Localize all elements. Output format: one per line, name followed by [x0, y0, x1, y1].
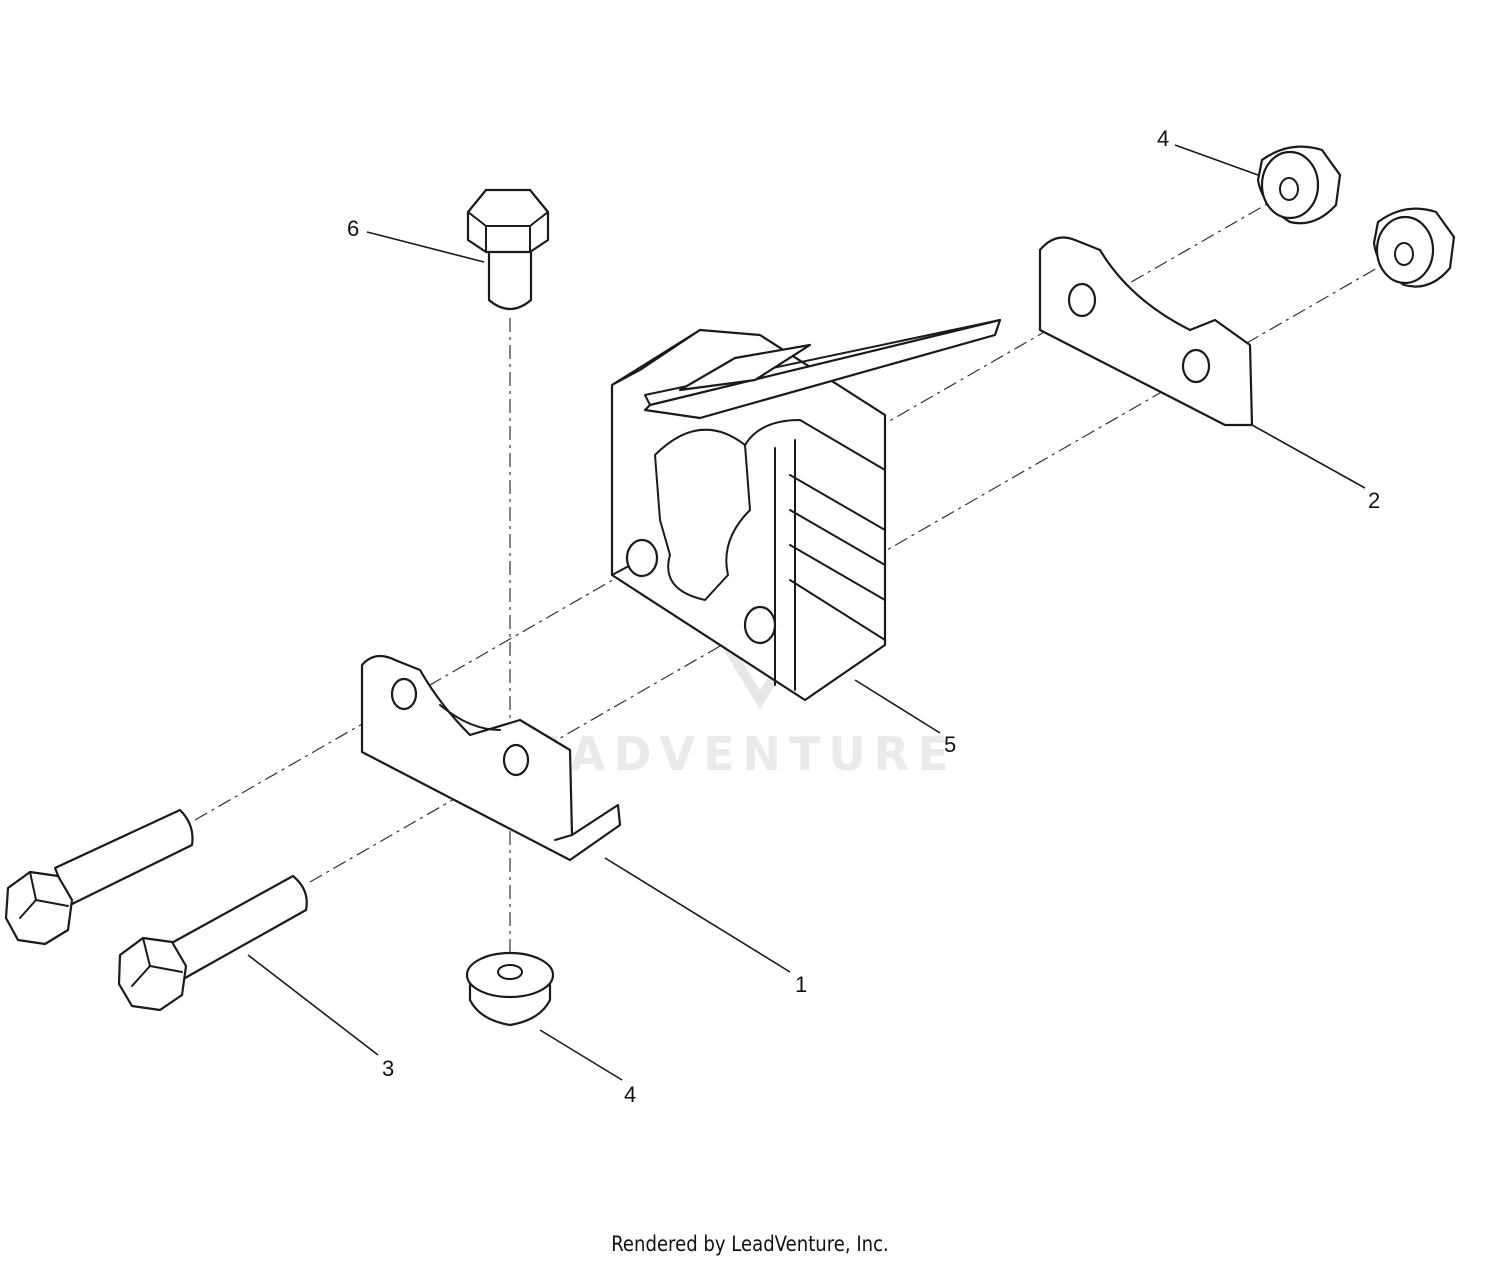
- callout-3[interactable]: 3: [382, 1056, 394, 1081]
- callouts: 6 4 2 5 1 3 4: [347, 126, 1380, 1107]
- part-5-clamp[interactable]: [610, 318, 1002, 702]
- part-4-nut-top[interactable]: [1256, 145, 1342, 225]
- callout-6[interactable]: 6: [347, 216, 359, 241]
- part-2-plate[interactable]: [1038, 236, 1254, 427]
- leader-4-top: [1174, 144, 1259, 176]
- leader-4-bottom: [539, 1029, 623, 1081]
- callout-4-top[interactable]: 4: [1157, 126, 1169, 151]
- leader-1: [604, 857, 791, 973]
- part-4-nut-bottom[interactable]: [465, 951, 555, 1027]
- leader-lines: [247, 144, 1366, 1081]
- part-6-bolt[interactable]: [466, 188, 550, 311]
- part-3-bolt-upper[interactable]: [4, 808, 194, 946]
- callout-5[interactable]: 5: [944, 732, 956, 757]
- part-3-bolt-lower[interactable]: [117, 874, 308, 1012]
- callout-4-bottom[interactable]: 4: [624, 1082, 636, 1107]
- leader-5: [854, 679, 941, 734]
- callout-2[interactable]: 2: [1368, 488, 1380, 513]
- leader-3: [247, 954, 379, 1056]
- rendered-by-footer: Rendered by LeadVenture, Inc.: [611, 1232, 889, 1256]
- part-4-nut-right[interactable]: [1372, 207, 1456, 288]
- leader-2: [1251, 424, 1366, 489]
- leader-6: [366, 231, 485, 263]
- callout-1[interactable]: 1: [795, 972, 807, 997]
- part-1-bracket[interactable]: [360, 654, 622, 862]
